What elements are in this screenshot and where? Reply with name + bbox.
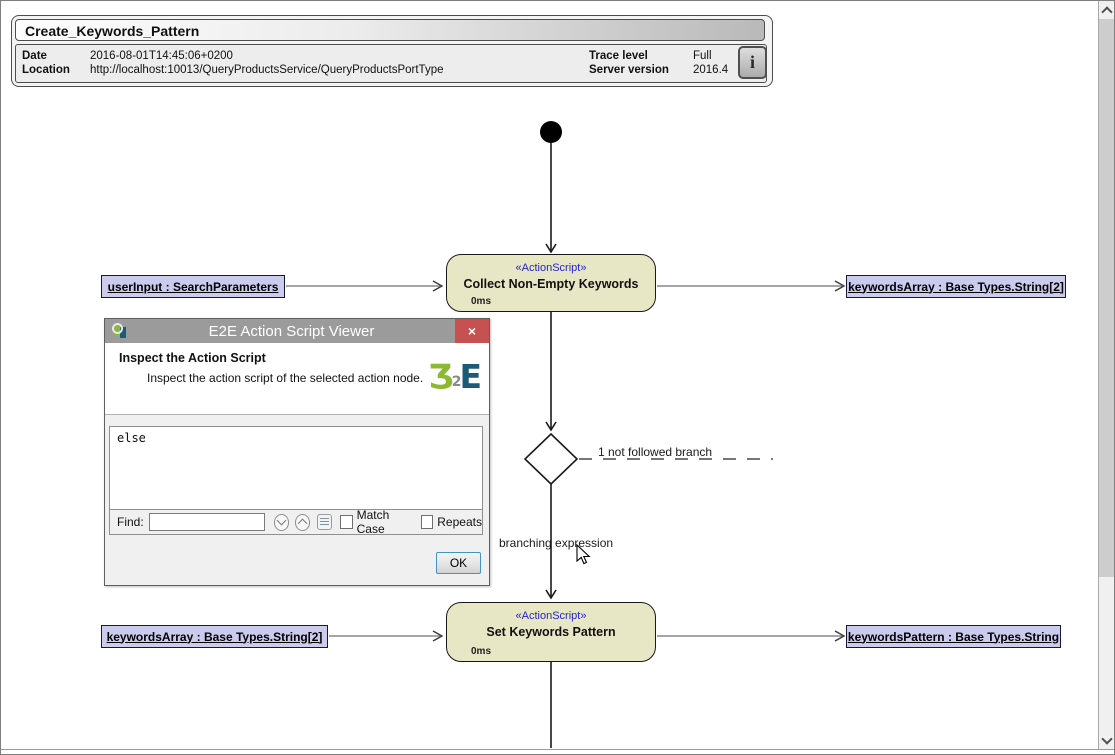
action-node-set-keywords-pattern[interactable]: «ActionScript» Set Keywords Pattern 0ms [446, 602, 656, 662]
close-icon[interactable]: × [455, 319, 489, 343]
trace-level-value: Full [693, 50, 712, 62]
chevron-down-icon [276, 515, 287, 526]
window-bottom-border [1, 749, 1114, 750]
logo-glyph-blue: E [459, 357, 482, 396]
arrowhead [545, 589, 557, 600]
server-version-label: Server version [589, 64, 669, 76]
not-followed-branch-label: 1 not followed branch [598, 445, 713, 459]
date-value: 2016-08-01T14:45:06+0200 [90, 50, 233, 62]
logo-glyph-two: 2 [451, 374, 462, 390]
arrowhead [545, 421, 557, 432]
initial-node[interactable] [540, 121, 562, 143]
trace-level-label: Trace level [589, 50, 648, 62]
logo-glyph-green: Ʒ [428, 357, 453, 396]
trace-title: Create_Keywords_Pattern [15, 19, 765, 41]
object-node-keywordsarray-in[interactable]: keywordsArray : Base Types.String[2] [101, 625, 328, 648]
scroll-up-icon[interactable] [1101, 6, 1113, 18]
find-label: Find: [117, 515, 144, 529]
object-label: keywordsArray : Base Types.String[2] [106, 629, 323, 644]
dialog-title: E2E Action Script Viewer [208, 322, 375, 340]
trace-header-panel: Create_Keywords_Pattern Date 2016-08-01T… [11, 15, 773, 87]
object-label: userInput : SearchParameters [107, 279, 279, 294]
e2e-logo: Ʒ2E [428, 357, 482, 396]
stereotype-label: «ActionScript» [515, 610, 587, 622]
dialog-heading: Inspect the Action Script [119, 351, 266, 365]
object-node-userinput[interactable]: userInput : SearchParameters [101, 275, 285, 298]
vertical-scrollbar[interactable] [1098, 1, 1114, 749]
action-script-viewer-dialog: E2E Action Script Viewer × Inspect the A… [104, 318, 490, 586]
branching-expression-label: branching expression [499, 536, 614, 550]
find-input[interactable] [148, 513, 265, 531]
dialog-description: Inspect the action script of the selecte… [147, 371, 424, 385]
server-version-value: 2016.4 [693, 64, 729, 76]
date-label: Date [22, 50, 47, 62]
find-previous-button[interactable] [294, 513, 310, 531]
script-text-area[interactable]: else [109, 426, 483, 510]
lines-icon [320, 518, 330, 526]
object-label: keywordsArray : Base Types.String[2] [848, 279, 1064, 294]
e2e-app-icon [112, 323, 128, 339]
find-next-button[interactable] [273, 513, 289, 531]
location-value: http://localhost:10013/QueryProductsServ… [90, 64, 444, 76]
action-name: Collect Non-Empty Keywords [463, 277, 639, 291]
scroll-down-icon[interactable] [1101, 733, 1113, 745]
object-node-keywordspattern[interactable]: keywordsPattern : Base Types.String [846, 625, 1061, 648]
repeats-checkbox[interactable] [420, 515, 434, 529]
action-name: Set Keywords Pattern [486, 625, 616, 639]
scrollbar-thumb[interactable] [1099, 19, 1114, 577]
highlight-all-button[interactable] [316, 514, 333, 530]
action-node-collect-keywords[interactable]: «ActionScript» Collect Non-Empty Keyword… [446, 254, 656, 312]
object-label: keywordsPattern : Base Types.String [847, 629, 1060, 644]
arrowhead [834, 630, 846, 642]
dialog-header-section: Inspect the Action Script Inspect the ac… [105, 343, 489, 415]
chevron-up-icon [297, 518, 308, 529]
location-label: Location [22, 64, 70, 76]
stereotype-label: «ActionScript» [515, 262, 587, 274]
object-node-keywordsarray-out[interactable]: keywordsArray : Base Types.String[2] [846, 275, 1066, 298]
repeats-label: Repeats [437, 515, 482, 529]
find-toolbar: Find: Match Case Repeats [109, 508, 483, 536]
arrowhead [834, 280, 846, 292]
match-case-label: Match Case [356, 508, 390, 536]
duration-badge: 0ms [471, 646, 492, 657]
decision-node[interactable] [523, 432, 579, 486]
ok-button[interactable]: OK [436, 552, 481, 574]
duration-badge: 0ms [471, 296, 492, 307]
trace-info-box: Date 2016-08-01T14:45:06+0200 Location h… [15, 44, 767, 83]
match-case-checkbox[interactable] [340, 515, 353, 529]
arrowhead [432, 280, 444, 292]
info-button[interactable]: i [738, 46, 767, 79]
dialog-titlebar[interactable]: E2E Action Script Viewer × [105, 319, 489, 343]
arrowhead [432, 630, 444, 642]
arrowhead [545, 243, 557, 254]
